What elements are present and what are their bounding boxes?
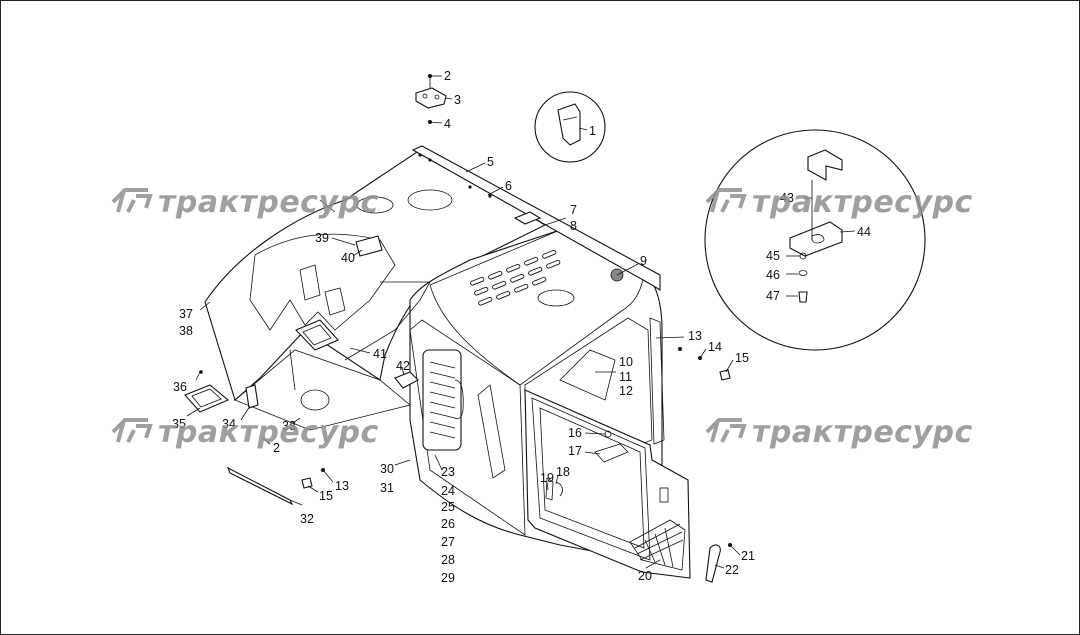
callout-3: 3 [454,93,461,107]
left-roof-body [204,149,547,431]
callout-38: 38 [179,324,193,338]
callout-34: 34 [222,417,236,431]
callout-31: 31 [380,481,394,495]
callout-26: 26 [441,517,455,531]
callout-44: 44 [857,225,871,239]
watermark-bottom-right: трактресурс [705,415,973,450]
callout-4: 4 [444,117,451,131]
callout-2: 2 [444,69,451,83]
callout-1: 1 [589,124,596,138]
callout-29: 29 [441,571,455,585]
watermark-top-left: трактресурс [111,185,379,220]
callout-21: 21 [741,549,755,563]
callout-25: 25 [441,500,455,514]
callout-40: 40 [341,251,355,265]
watermark-bottom-left: трактресурс [111,415,379,450]
detail-circle-bracket [534,91,606,163]
callout-12: 12 [619,384,633,398]
callout-43: 43 [780,191,794,205]
callout-30: 30 [380,462,394,476]
callout-23: 23 [441,465,455,479]
callout-42: 42 [396,359,410,373]
cab-body [409,229,721,583]
callout-9: 9 [640,254,647,268]
watermark-text: трактресурс [752,415,973,450]
callout-17: 17 [568,444,582,458]
top-bracket [415,74,447,124]
callout-22: 22 [725,563,739,577]
callout-45: 45 [766,249,780,263]
leader-lines [186,75,856,569]
callout-19: 19 [540,471,554,485]
callout-28: 28 [441,553,455,567]
callout-18: 18 [556,465,570,479]
cab-door [524,389,691,579]
callout-13: 13 [688,329,702,343]
watermark-text: трактресурс [752,185,973,220]
callout-27: 27 [441,535,455,549]
callout-39: 39 [315,231,329,245]
callout-10: 10 [619,355,633,369]
callout-8: 8 [570,219,577,233]
callout-33: 33 [282,419,296,433]
callout-20: 20 [638,569,652,583]
roof-rails [411,145,661,291]
callout-13-lower: 13 [335,479,349,493]
callout-5: 5 [487,155,494,169]
callout-labels: 1 2 3 4 5 6 7 8 9 10 11 12 13 14 15 16 1… [172,69,871,585]
callout-11: 11 [619,370,632,384]
callout-6: 6 [505,179,512,193]
watermark-top-right: трактресурс [705,185,973,220]
callout-2-lower: 2 [273,441,280,455]
callout-32: 32 [300,512,314,526]
callout-47: 47 [766,289,780,303]
callout-35: 35 [172,417,186,431]
callout-14: 14 [708,340,722,354]
callout-37: 37 [179,307,193,321]
callout-16: 16 [568,426,582,440]
callout-46: 46 [766,268,780,282]
callout-7: 7 [570,203,577,217]
callout-15: 15 [735,351,749,365]
callout-24: 24 [441,484,455,498]
watermark-text: трактресурс [158,185,379,220]
callout-15-lower: 15 [319,489,333,503]
watermark-text: трактресурс [158,415,379,450]
callout-41: 41 [373,347,387,361]
callout-36: 36 [173,380,187,394]
roof-vent-slots [470,249,561,306]
detail-circle-mount [704,129,926,351]
